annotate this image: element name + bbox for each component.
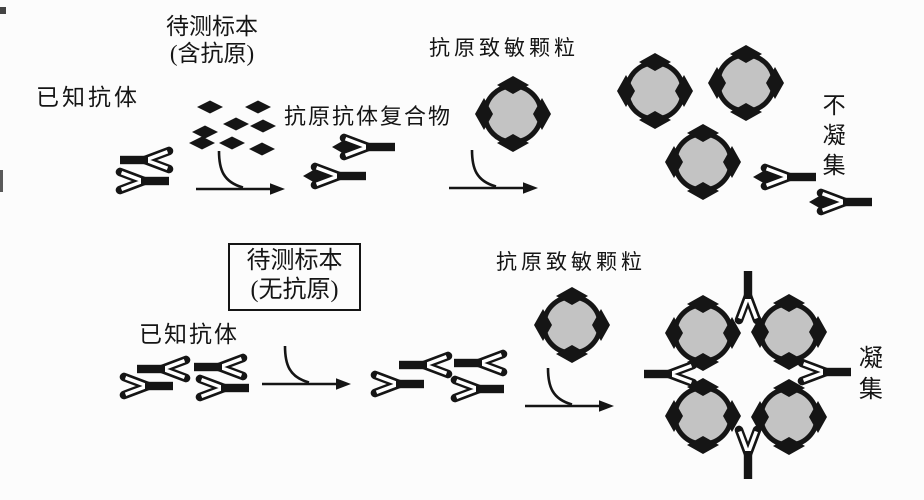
label-no-agglutination: 不凝集 [819,93,845,183]
antibody-icon [200,379,249,397]
sensitized-particle-icon [665,295,741,371]
sensitized-particle-icon [665,378,741,454]
known-antibody-group [124,358,249,397]
antibody-icon [120,172,169,190]
sample-with-antigen-line2: (含抗原) [169,41,255,67]
antigen-icon [245,100,271,114]
bridging-antibody-icon [802,363,851,381]
antigen-icon [250,119,276,133]
top-reaction-row [120,45,872,211]
bridging-antibody-icon [739,271,757,320]
antibody-icon [454,354,503,372]
reaction-arrow-icon [447,148,540,196]
antigen-antibody-complex-icon [303,167,366,185]
sample-no-antigen-line1: 待测标本 [246,248,343,274]
antigen-icon [249,142,275,156]
antigen-icon [189,136,215,150]
antibody-icon [124,377,173,395]
antibody-icon [194,358,243,376]
label-sensitized-particle-top: 抗原致敏颗粒 [429,36,579,60]
sensitized-particle-icon [665,124,741,200]
sensitized-particle-icon [475,76,551,152]
label-sample-with-antigen: 待测标本 (含抗原) [139,13,285,67]
label-antigen-antibody-complex: 抗原抗体复合物 [284,104,453,129]
label-sample-no-antigen-box: 待测标本 (无抗原) [228,243,361,311]
sensitized-particle-icon [751,294,827,370]
bridging-antibody-icon [644,365,693,383]
reaction-arrow-icon [260,344,353,392]
antibody-icon [455,380,504,398]
reaction-arrow-icon [523,366,616,414]
antigen-icon [197,100,223,114]
antibody-icon [120,151,169,169]
label-known-antibody-top: 已知抗体 [36,85,140,110]
sample-with-antigen-line1: 待测标本 [166,14,258,39]
scan-artifact [0,7,6,14]
label-sensitized-particle-bottom: 抗原致敏颗粒 [496,250,646,274]
antigen-antibody-complex-icon [809,193,872,211]
antibody-icon [399,356,448,374]
label-known-antibody-bottom: 已知抗体 [139,322,239,347]
bridging-antibody-icon [739,430,757,479]
label-agglutination: 凝集 [854,345,881,407]
scan-artifact [0,170,3,192]
antigen-antibody-complex-icon [753,168,816,186]
antigen-icon [192,125,218,139]
antigen-icon [223,117,249,131]
antigen-icon [219,136,245,150]
sensitized-particle-icon [708,45,784,121]
antibody-icon [137,360,186,378]
free-antibody-group [375,354,504,398]
sensitized-particle-icon [751,379,827,455]
sensitized-particle-icon [534,287,610,363]
sample-no-antigen-line2: (无抗原) [250,277,339,303]
antibody-icon [375,375,424,393]
agglutination-cluster [644,271,851,479]
sensitized-particle-icon [617,53,693,129]
reaction-arrow-icon [194,149,287,197]
antigen-antibody-complex-icon [332,138,395,156]
antigen-sample-cluster [189,100,276,156]
